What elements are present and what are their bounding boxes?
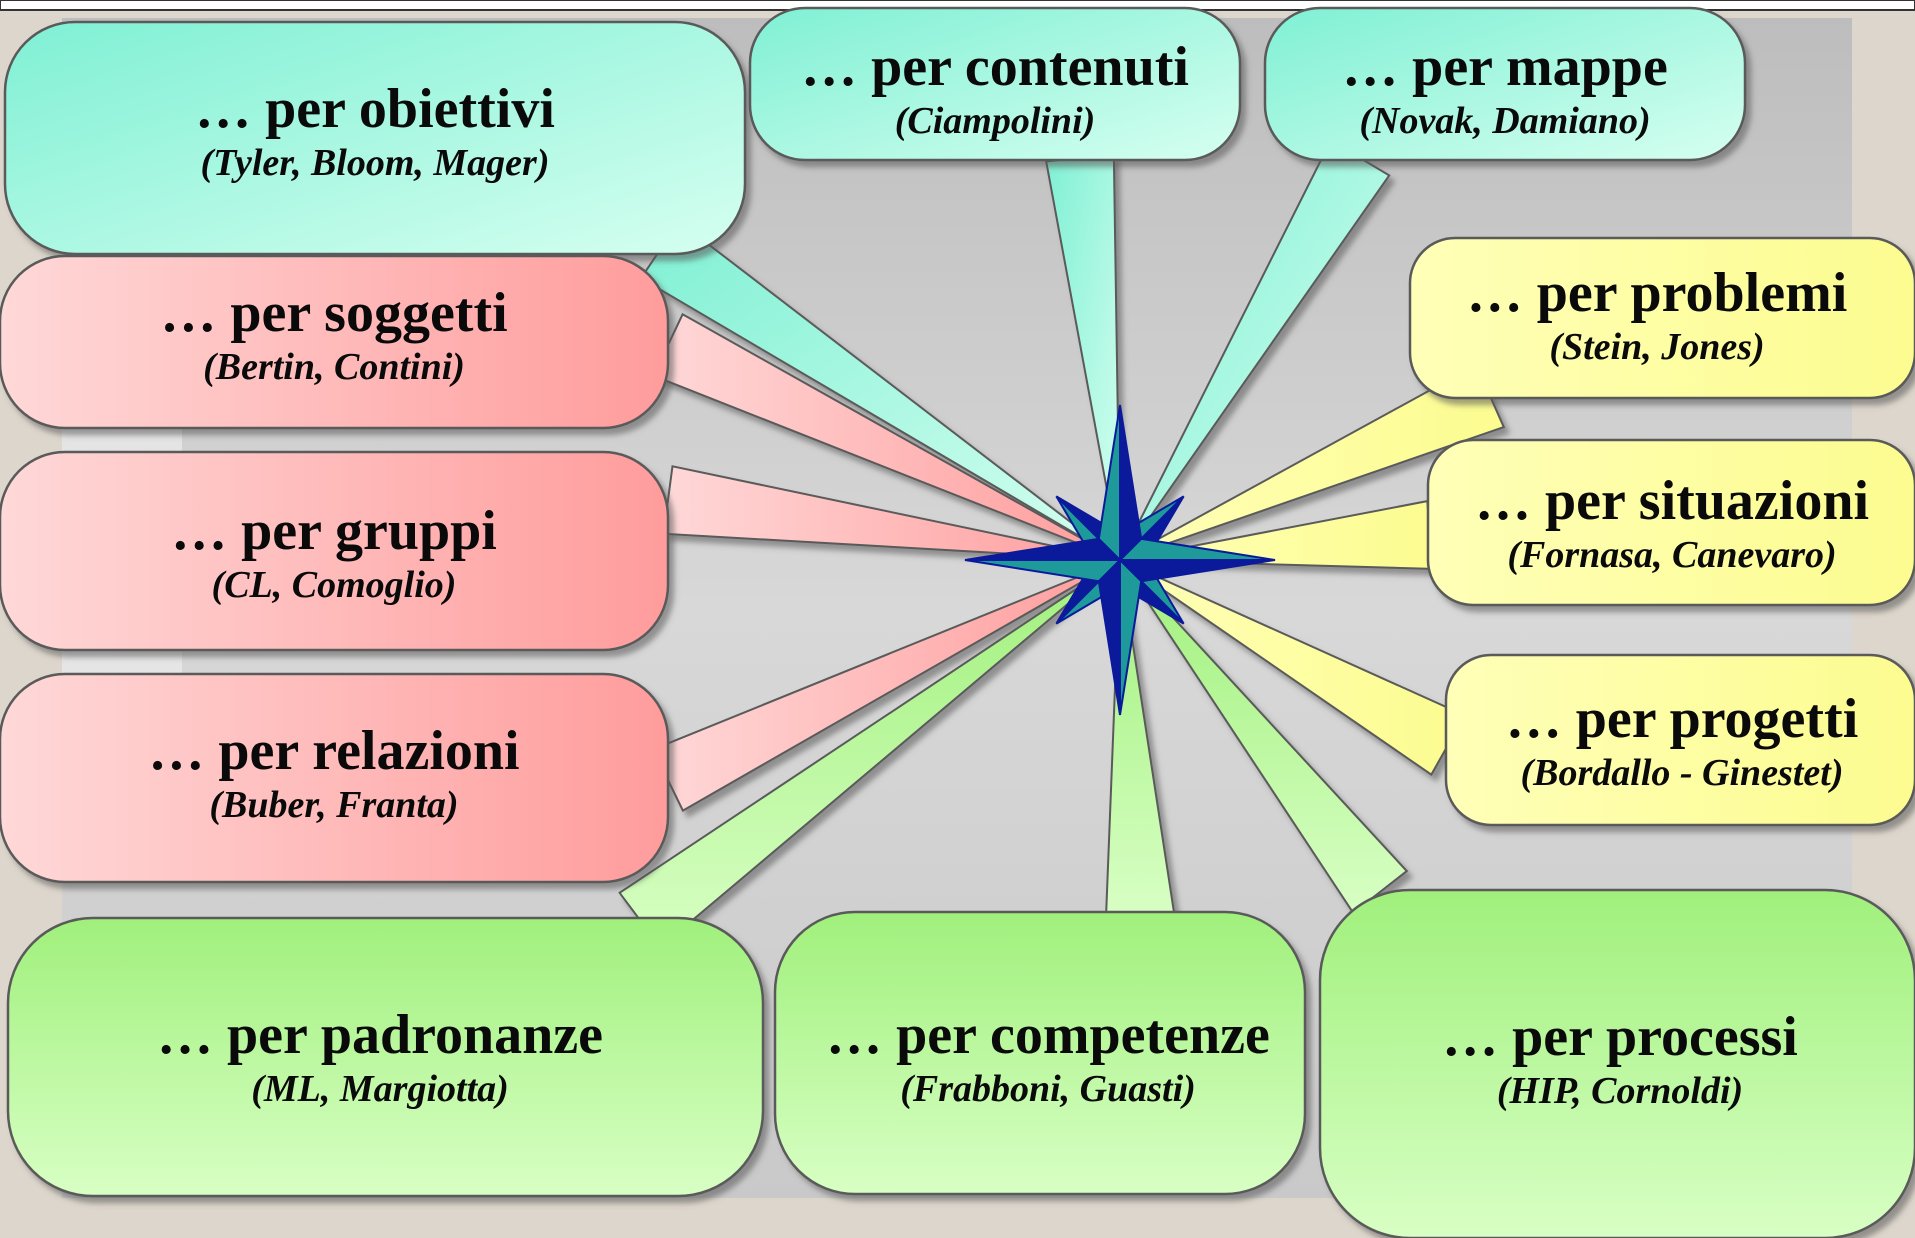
connector-ray-gruppi (662, 465, 1121, 561)
bubble-label-obiettivi: … per obiettivi(Tyler, Bloom, Mager) (0, 78, 775, 186)
bubble-obiettivi (3, 20, 747, 256)
bubble-contenuti (748, 6, 1242, 162)
bubble-gruppi (0, 450, 670, 652)
bubble-label-competenze: … per competenze(Frabboni, Guasti) (648, 1004, 1448, 1112)
bubble-situazioni (1426, 438, 1915, 607)
bubble-authors: (Stein, Jones) (1549, 326, 1765, 368)
bubble-authors: (Tyler, Bloom, Mager) (200, 142, 550, 184)
bubble-title: … per relazioni (148, 720, 520, 782)
bubble-label-gruppi: … per gruppi(CL, Comoglio) (0, 500, 734, 608)
bubble-competenze (773, 910, 1307, 1196)
bubble-authors: (CL, Comoglio) (211, 564, 457, 606)
bubble-mappe (1263, 6, 1747, 162)
bubble-title: … per obiettivi (195, 78, 555, 140)
bubble-label-progetti: … per progetti(Bordallo - Ginestet) (1282, 688, 1915, 796)
bubble-authors: (HIP, Cornoldi) (1496, 1070, 1744, 1112)
bubble-title: … per gruppi (171, 500, 497, 562)
bubble-authors: (Novak, Damiano) (1359, 100, 1651, 142)
bubble-authors: (Bertin, Contini) (203, 346, 465, 388)
bubble-padronanze (6, 916, 765, 1198)
compass-star-icon (964, 404, 1276, 716)
bubble-label-situazioni: … per situazioni(Fornasa, Canevaro) (1272, 470, 1915, 578)
bubble-processi (1318, 888, 1915, 1238)
bubble-relazioni (0, 672, 670, 884)
bubble-title: … per progetti (1505, 688, 1859, 750)
bubble-label-contenuti: … per contenuti(Ciampolini) (595, 36, 1395, 144)
bubble-authors: (Frabboni, Guasti) (900, 1068, 1196, 1110)
bubble-problemi (1408, 236, 1915, 400)
bubble-shapes (0, 6, 1915, 1238)
bubble-authors: (Bordallo - Ginestet) (1520, 752, 1844, 794)
bubble-title: … per padronanze (157, 1004, 603, 1066)
bubble-title: … per soggetti (160, 282, 508, 344)
bubble-authors: (Buber, Franta) (209, 784, 459, 826)
star-point (1119, 404, 1143, 563)
bubble-soggetti (0, 254, 670, 430)
bubble-title: … per situazioni (1474, 470, 1870, 532)
bubble-title: … per contenuti (801, 36, 1189, 98)
bubble-progetti (1444, 653, 1915, 827)
bubble-title: … per mappe (1342, 36, 1668, 98)
bubble-authors: (Fornasa, Canevaro) (1507, 534, 1837, 576)
bubble-title: … per processi (1442, 1006, 1798, 1068)
bubble-label-processi: … per processi(HIP, Cornoldi) (1220, 1006, 1915, 1114)
bubble-label-padronanze: … per padronanze(ML, Margiotta) (0, 1004, 780, 1112)
connector-rays (618, 139, 1506, 949)
connector-ray-processi (1119, 559, 1409, 915)
bubble-label-mappe: … per mappe(Novak, Damiano) (1105, 36, 1905, 144)
bubble-authors: (Ciampolini) (894, 100, 1096, 142)
bubble-title: … per problemi (1466, 262, 1848, 324)
bubble-authors: (ML, Margiotta) (251, 1068, 509, 1110)
bubble-label-problemi: … per problemi(Stein, Jones) (1257, 262, 1915, 370)
bubble-label-relazioni: … per relazioni(Buber, Franta) (0, 720, 734, 828)
bubble-label-soggetti: … per soggetti(Bertin, Contini) (0, 282, 734, 390)
bubble-title: … per competenze (826, 1004, 1270, 1066)
